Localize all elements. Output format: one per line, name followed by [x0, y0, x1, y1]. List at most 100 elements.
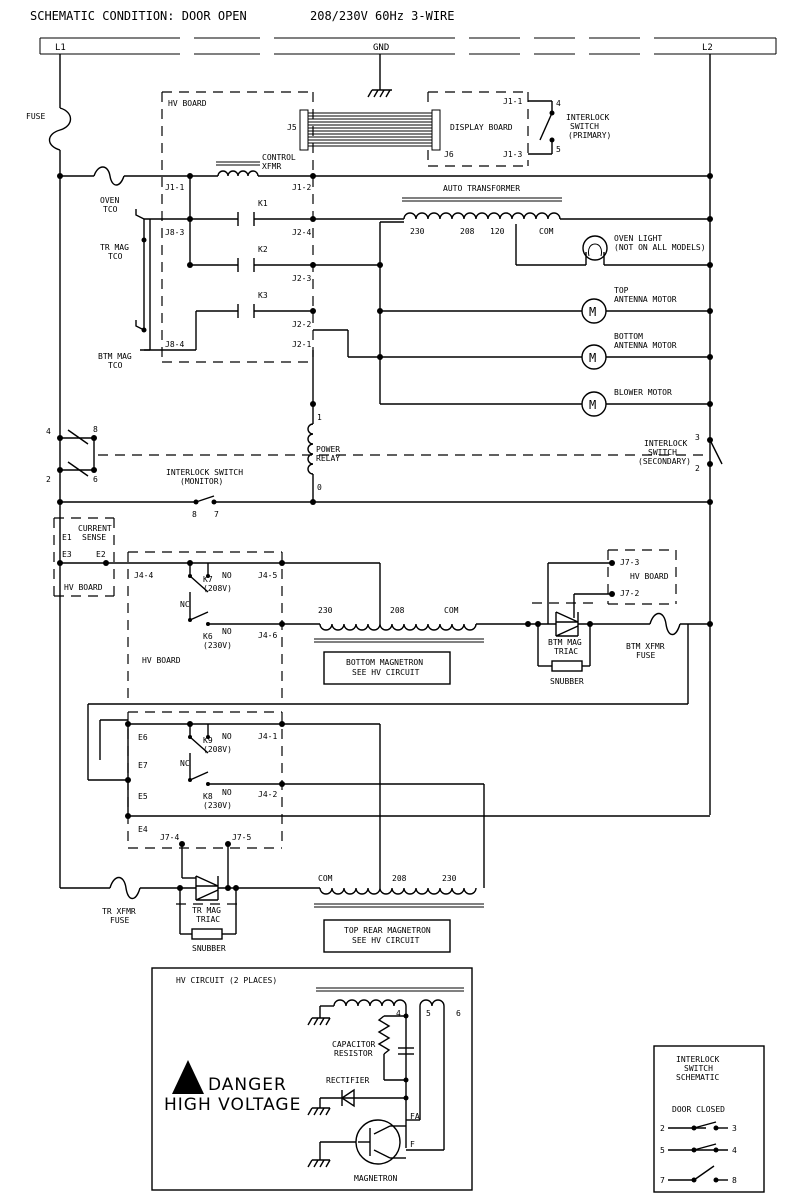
- b-208: 208: [390, 606, 405, 615]
- hv-board-label: HV BOARD: [142, 656, 181, 665]
- power-bus: L1 GND L2: [39, 36, 777, 56]
- e1-label: E1: [62, 533, 72, 542]
- sch-label-3: SCHEMATIC: [676, 1073, 720, 1082]
- bottom-magnetron-1: BOTTOM MAGNETRON: [346, 658, 423, 667]
- oven-light-2: (NOT ON ALL MODELS): [614, 243, 706, 252]
- auto-transformer: AUTO TRANSFORMER 230 208 120 COM: [313, 184, 713, 404]
- tr-mag-tco-2: TCO: [108, 252, 123, 261]
- display-board: DISPLAY BOARD J1-1 J1-3: [427, 91, 529, 167]
- s-7: 7: [660, 1176, 665, 1185]
- btm-ant-2: ANTENNA MOTOR: [614, 341, 677, 350]
- sec-pin-2: 2: [695, 464, 700, 473]
- nc-label-1: NC: [180, 600, 190, 609]
- k2-label: K2: [258, 245, 268, 254]
- tr-xfmr-fuse-1: TR XFMR: [102, 907, 136, 916]
- j1-1b-label: J1-1: [165, 183, 184, 192]
- control-xfmr-1: CONTROL: [262, 153, 296, 162]
- motor-symbol: M: [589, 351, 596, 365]
- auto-transformer-label: AUTO TRANSFORMER: [443, 184, 520, 193]
- k6-label-1: K6: [203, 632, 213, 641]
- current-sense-board: E1 CURRENT SENSE E3 E2 HV BOARD: [53, 517, 128, 597]
- j4-1-label: J4-1: [258, 732, 277, 741]
- j7-2-label: J7-2: [620, 589, 639, 598]
- j1-3-label: J1-3: [503, 150, 522, 159]
- interlock-switch-monitor: 4 8 2 6 INTERLOCK SWITCH (MONITOR) 8 7: [46, 425, 713, 519]
- j7-5-label: J7-5: [232, 833, 251, 842]
- no-label-3: NO: [222, 732, 232, 741]
- j7-3-label: J7-3: [620, 558, 639, 567]
- current-sense-2: SENSE: [82, 533, 106, 542]
- e5-label: E5: [138, 792, 148, 801]
- j8-3-label: J8-3: [165, 228, 184, 237]
- l1-rail: [48, 54, 72, 888]
- bus-l2: L2: [702, 43, 713, 53]
- schematic-condition: SCHEMATIC CONDITION: DOOR OPEN: [30, 9, 247, 23]
- fa-label: FA: [410, 1112, 420, 1121]
- secondary-label-2: SWITCH: [648, 448, 677, 457]
- hv-circuit-box: HV CIRCUIT (2 PLACES) 4 5 6 CAPACITOR RE…: [151, 967, 473, 1191]
- ground-icon: [367, 54, 392, 98]
- tap-230: 230: [410, 227, 425, 236]
- j1-1-label: J1-1: [503, 97, 522, 106]
- relays-k1-k3: K1 K2 K3 J8-3 J8-4 J2-4 J2-3 J2-2 J2-1: [140, 176, 316, 351]
- no-label-4: NO: [222, 788, 232, 797]
- s-8: 8: [732, 1176, 737, 1185]
- k8-label-2: (230V): [203, 801, 232, 810]
- s-3: 3: [732, 1124, 737, 1133]
- mon-pin-4: 4: [46, 427, 51, 436]
- snubber-label: SNUBBER: [192, 944, 226, 953]
- t-208: 208: [392, 874, 407, 883]
- j2-2-label: J2-2: [292, 320, 311, 329]
- sch-label-1: INTERLOCK: [676, 1055, 720, 1064]
- b-230: 230: [318, 606, 333, 615]
- bus-l1: L1: [55, 43, 66, 53]
- hv-board-top: HV BOARD: [161, 91, 314, 363]
- blower-motor-label: BLOWER MOTOR: [614, 388, 672, 397]
- bus-gnd: GND: [373, 43, 389, 53]
- primary-label-2: SWITCH: [570, 122, 599, 131]
- hv-board-label: HV BOARD: [168, 99, 207, 108]
- j2-1-label: J2-1: [292, 340, 311, 349]
- btm-xfmr-fuse-1: BTM XFMR: [626, 642, 665, 651]
- s-2: 2: [660, 1124, 665, 1133]
- hv-pin-5: 5: [426, 1009, 431, 1018]
- mag-tcos: TR MAG TCO BTM MAG TCO: [98, 209, 151, 370]
- primary-pin-4: 4: [556, 99, 561, 108]
- k9-label-1: K9: [203, 736, 213, 745]
- btm-triac-2: TRIAC: [554, 647, 578, 656]
- loop-wire: [87, 624, 689, 781]
- top-antenna-motor: M TOP ANTENNA MOTOR: [377, 286, 713, 324]
- btm-mag-tco-2: TCO: [108, 361, 123, 370]
- k3-label: K3: [258, 291, 268, 300]
- top-rear-1: TOP REAR MAGNETRON: [344, 926, 431, 935]
- hv-pin-6: 6: [456, 1009, 461, 1018]
- hv-board-label: HV BOARD: [630, 572, 669, 581]
- secondary-label-3: (SECONDARY): [638, 457, 691, 466]
- tr-triac-section: TR XFMR FUSE TR MAG TRIAC SNUBBER COM 20…: [60, 874, 484, 953]
- power-relay-1: POWER: [316, 445, 340, 454]
- j4-4-label: J4-4: [134, 571, 153, 580]
- top-ant-2: ANTENNA MOTOR: [614, 295, 677, 304]
- tap-com: COM: [539, 227, 554, 236]
- sec-pin-3: 3: [695, 433, 700, 442]
- tr-triac-2: TRIAC: [196, 915, 220, 924]
- j7-4-label: J7-4: [160, 833, 179, 842]
- no-label-1: NO: [222, 571, 232, 580]
- j1-2-label: J1-2: [292, 183, 311, 192]
- tap-208: 208: [460, 227, 475, 236]
- t-230: 230: [442, 874, 457, 883]
- supply-rating: 208/230V 60Hz 3-WIRE: [310, 9, 455, 23]
- j4-6-label: J4-6: [258, 631, 277, 640]
- hv-board-k9-k8: E6 K9 (208V) NO J4-1 E7 NC E5 K8 (230V) …: [125, 711, 710, 888]
- power-relay: 1 0 POWER RELAY: [307, 350, 340, 502]
- mon-pin-8b: 8: [192, 510, 197, 519]
- k9-label-2: (208V): [203, 745, 232, 754]
- j4-5-label: J4-5: [258, 571, 277, 580]
- tap-120: 120: [490, 227, 505, 236]
- e3-label: E3: [62, 550, 72, 559]
- main-line-176: CONTROL XFMR OVEN TCO J1-1 J1-2: [57, 153, 713, 214]
- hv-circuit-label: HV CIRCUIT (2 PLACES): [176, 976, 277, 985]
- cap-label-1: CAPACITOR: [332, 1040, 376, 1049]
- interlock-switch-secondary: 3 2 INTERLOCK SWITCH (SECONDARY): [638, 433, 723, 473]
- mon-pin-2: 2: [46, 475, 51, 484]
